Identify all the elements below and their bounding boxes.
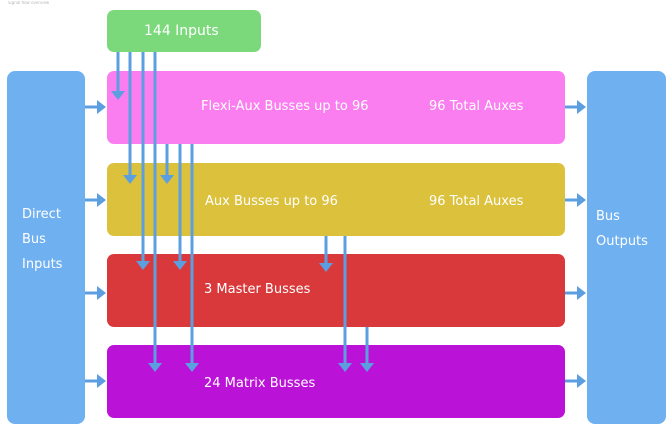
matrix-busses-box: 24 Matrix Busses bbox=[107, 345, 565, 418]
arrow-aux-to-outputs-head bbox=[577, 193, 586, 207]
master-busses-label: 3 Master Busses bbox=[204, 282, 311, 297]
arrow-aux-to-master-head bbox=[319, 263, 333, 272]
flexi-aux-total-label: 96 Total Auxes bbox=[429, 99, 524, 114]
matrix-busses-label: 24 Matrix Busses bbox=[204, 376, 316, 391]
arrow-inputs-to-master-head bbox=[136, 261, 150, 270]
arrow-aux-to-matrix-head bbox=[338, 363, 352, 372]
arrow-direct-to-matrix-head bbox=[97, 374, 106, 388]
arrow-flexi-to-outputs-head bbox=[577, 100, 586, 114]
page-header-caption: Signal flow overview bbox=[8, 1, 50, 5]
arrow-flexi-to-master-head bbox=[173, 261, 187, 270]
arrow-direct-to-aux-head bbox=[97, 193, 106, 207]
master-busses-box: 3 Master Busses bbox=[107, 254, 565, 327]
arrow-matrix-to-outputs-head bbox=[577, 374, 586, 388]
arrow-direct-to-master-head bbox=[97, 286, 106, 300]
arrow-flexi-to-aux-head bbox=[160, 175, 174, 184]
flexi-aux-busses-label: Flexi-Aux Busses up to 96 bbox=[201, 99, 369, 114]
flexi-aux-busses-box: Flexi-Aux Busses up to 96 96 Total Auxes bbox=[107, 71, 565, 144]
aux-busses-box: Aux Busses up to 96 96 Total Auxes bbox=[107, 163, 565, 236]
arrow-inputs-to-flexi-head bbox=[111, 91, 125, 100]
inputs-label: 144 Inputs bbox=[144, 23, 219, 39]
bus-outputs-line-2: Outputs bbox=[596, 234, 648, 249]
arrow-flexi-to-matrix-head bbox=[185, 363, 199, 372]
arrow-master-to-outputs-head bbox=[577, 286, 586, 300]
direct-bus-inputs-line-2: Bus bbox=[22, 232, 46, 247]
direct-bus-inputs-box: Direct Bus Inputs bbox=[7, 71, 85, 424]
direct-bus-inputs-line-1: Direct bbox=[22, 207, 61, 222]
arrow-inputs-to-matrix-head bbox=[148, 363, 162, 372]
bus-outputs-line-1: Bus bbox=[596, 209, 620, 224]
arrow-master-to-matrix-head bbox=[360, 363, 374, 372]
arrow-direct-to-flexi-head bbox=[97, 100, 106, 114]
aux-busses-label: Aux Busses up to 96 bbox=[205, 194, 338, 209]
direct-bus-inputs-line-3: Inputs bbox=[22, 257, 63, 272]
aux-total-label: 96 Total Auxes bbox=[429, 194, 524, 209]
bus-outputs-box: Bus Outputs bbox=[587, 71, 666, 424]
inputs-box: 144 Inputs bbox=[107, 10, 261, 52]
arrow-inputs-to-aux-head bbox=[123, 175, 137, 184]
